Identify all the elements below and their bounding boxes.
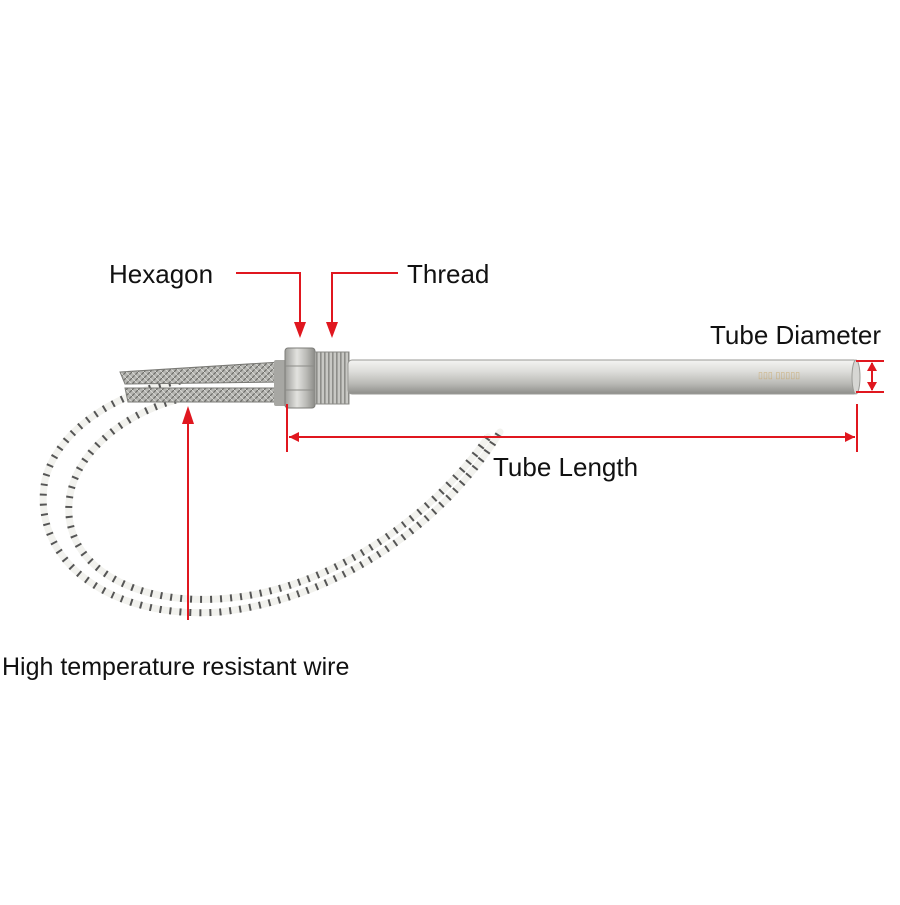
wire-arrow [182, 406, 194, 620]
hexagon-label: Hexagon [109, 259, 214, 289]
hexagon-arrow [236, 272, 306, 338]
hexagon-nut [284, 347, 316, 409]
thread [314, 351, 350, 405]
lead-wire-1 [39, 374, 504, 617]
tube-marking: ▯▯▯ ▯▯▯▯▯ [758, 370, 800, 380]
thread-arrow [326, 272, 398, 338]
braided-sleeve [119, 361, 283, 385]
tube-length-label: Tube Length [493, 452, 639, 482]
tube-diameter-label: Tube Diameter [710, 320, 881, 350]
lead-wire-2 [65, 390, 492, 603]
thread-label: Thread [407, 259, 490, 289]
wire-label: High temperature resistant wire [2, 653, 350, 681]
sleeve-collar [274, 360, 286, 406]
lead-wires [39, 374, 504, 617]
